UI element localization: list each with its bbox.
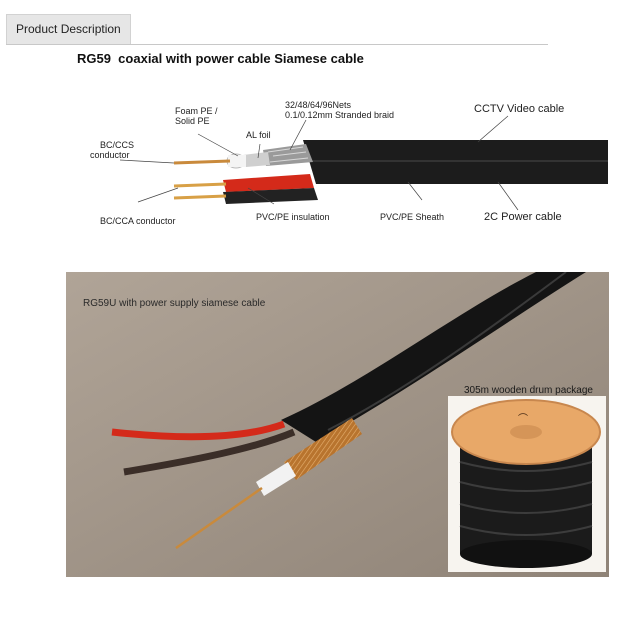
label-cctv-video-cable: CCTV Video cable [474,103,564,115]
tab-product-description[interactable]: Product Description [6,14,131,44]
product-photo: RG59U with power supply siamese cable 30… [66,272,609,577]
section-tab-bar: Product Description [6,14,548,45]
inset-wooden-drum: 305m wooden drum package ⌒ [448,385,606,572]
svg-text:⌒: ⌒ [518,413,528,425]
product-heading: RG59 coaxial with power cable Siamese ca… [77,51,364,66]
label-bc-cca-conductor: BC/CCA conductor [100,216,176,226]
label-pvc-pe-sheath: PVC/PE Sheath [380,212,444,222]
inset-caption: 305m wooden drum package [464,385,593,396]
cable-structure-diagram: Foam PE /Solid PE AL foil 32/48/64/96Net… [90,100,608,226]
label-2c-power-cable: 2C Power cable [484,211,562,223]
label-al-foil: AL foil [246,130,271,140]
label-foam-pe: Foam PE /Solid PE [175,106,218,126]
label-pvc-pe-insulation: PVC/PE insulation [256,212,330,222]
photo-caption: RG59U with power supply siamese cable [83,298,266,309]
